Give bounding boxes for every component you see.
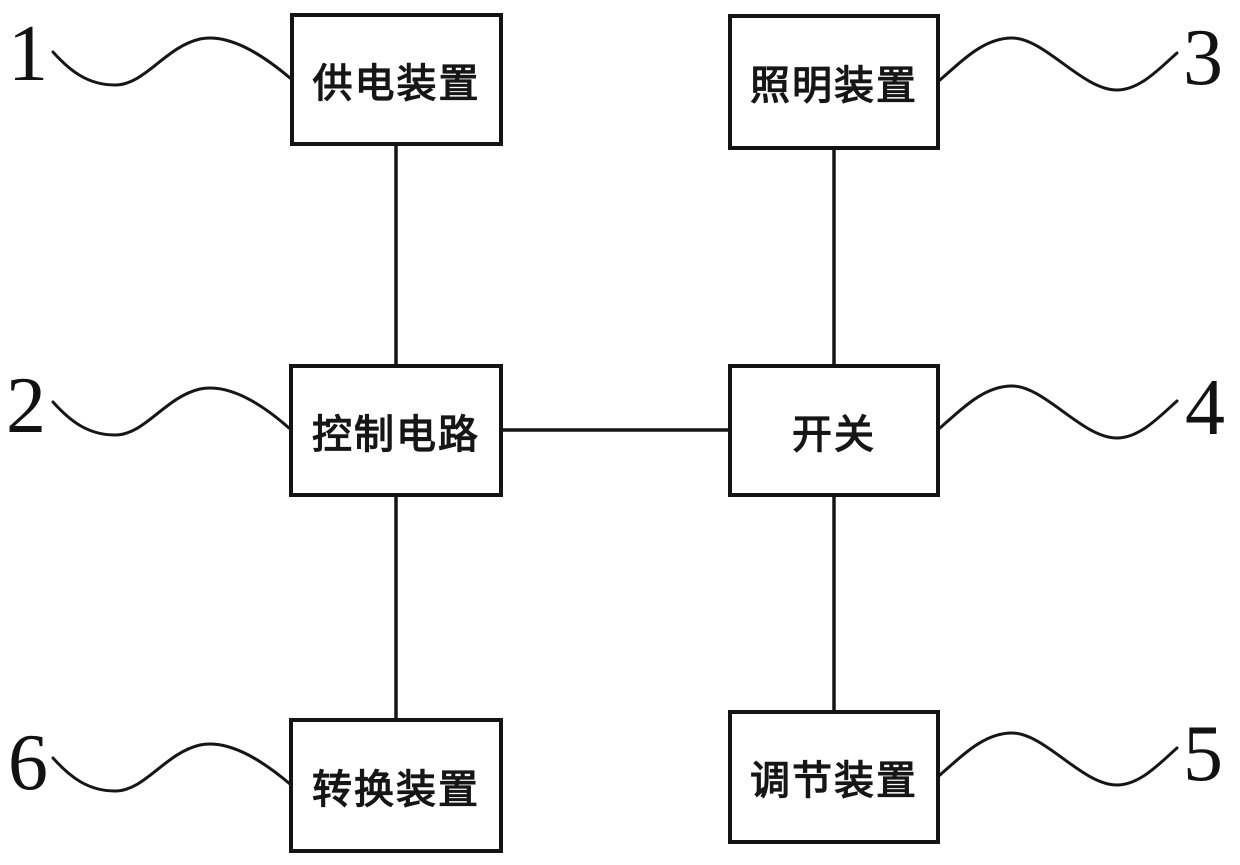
box-adjuster: 调节装置 xyxy=(728,710,940,844)
box-control-circuit-label: 控制电路 xyxy=(312,411,480,458)
ref-numeral-2: 2 xyxy=(6,362,46,450)
box-converter-label: 转换装置 xyxy=(312,766,480,813)
ref-numeral-3: 3 xyxy=(1183,14,1223,102)
ref-numeral-5: 5 xyxy=(1183,710,1223,798)
box-converter: 转换装置 xyxy=(289,718,503,853)
box-lighting: 照明装置 xyxy=(728,14,940,150)
leader-line-6 xyxy=(51,742,292,793)
ref-numeral-1: 1 xyxy=(8,10,48,98)
leader-line-3 xyxy=(938,36,1179,92)
leader-line-2 xyxy=(51,386,291,437)
box-power-supply-label: 供电装置 xyxy=(312,60,481,107)
leader-line-5 xyxy=(938,731,1179,787)
box-switch-label: 开关 xyxy=(792,411,876,458)
ref-numeral-6: 6 xyxy=(8,719,48,807)
box-power-supply: 供电装置 xyxy=(290,13,503,146)
box-switch: 开关 xyxy=(728,364,940,497)
leader-line-4 xyxy=(938,384,1179,440)
box-lighting-label: 照明装置 xyxy=(750,63,918,109)
box-control-circuit: 控制电路 xyxy=(289,364,503,497)
ref-numeral-4: 4 xyxy=(1185,364,1225,452)
box-adjuster-label: 调节装置 xyxy=(750,758,918,804)
leader-line-1 xyxy=(51,36,292,87)
